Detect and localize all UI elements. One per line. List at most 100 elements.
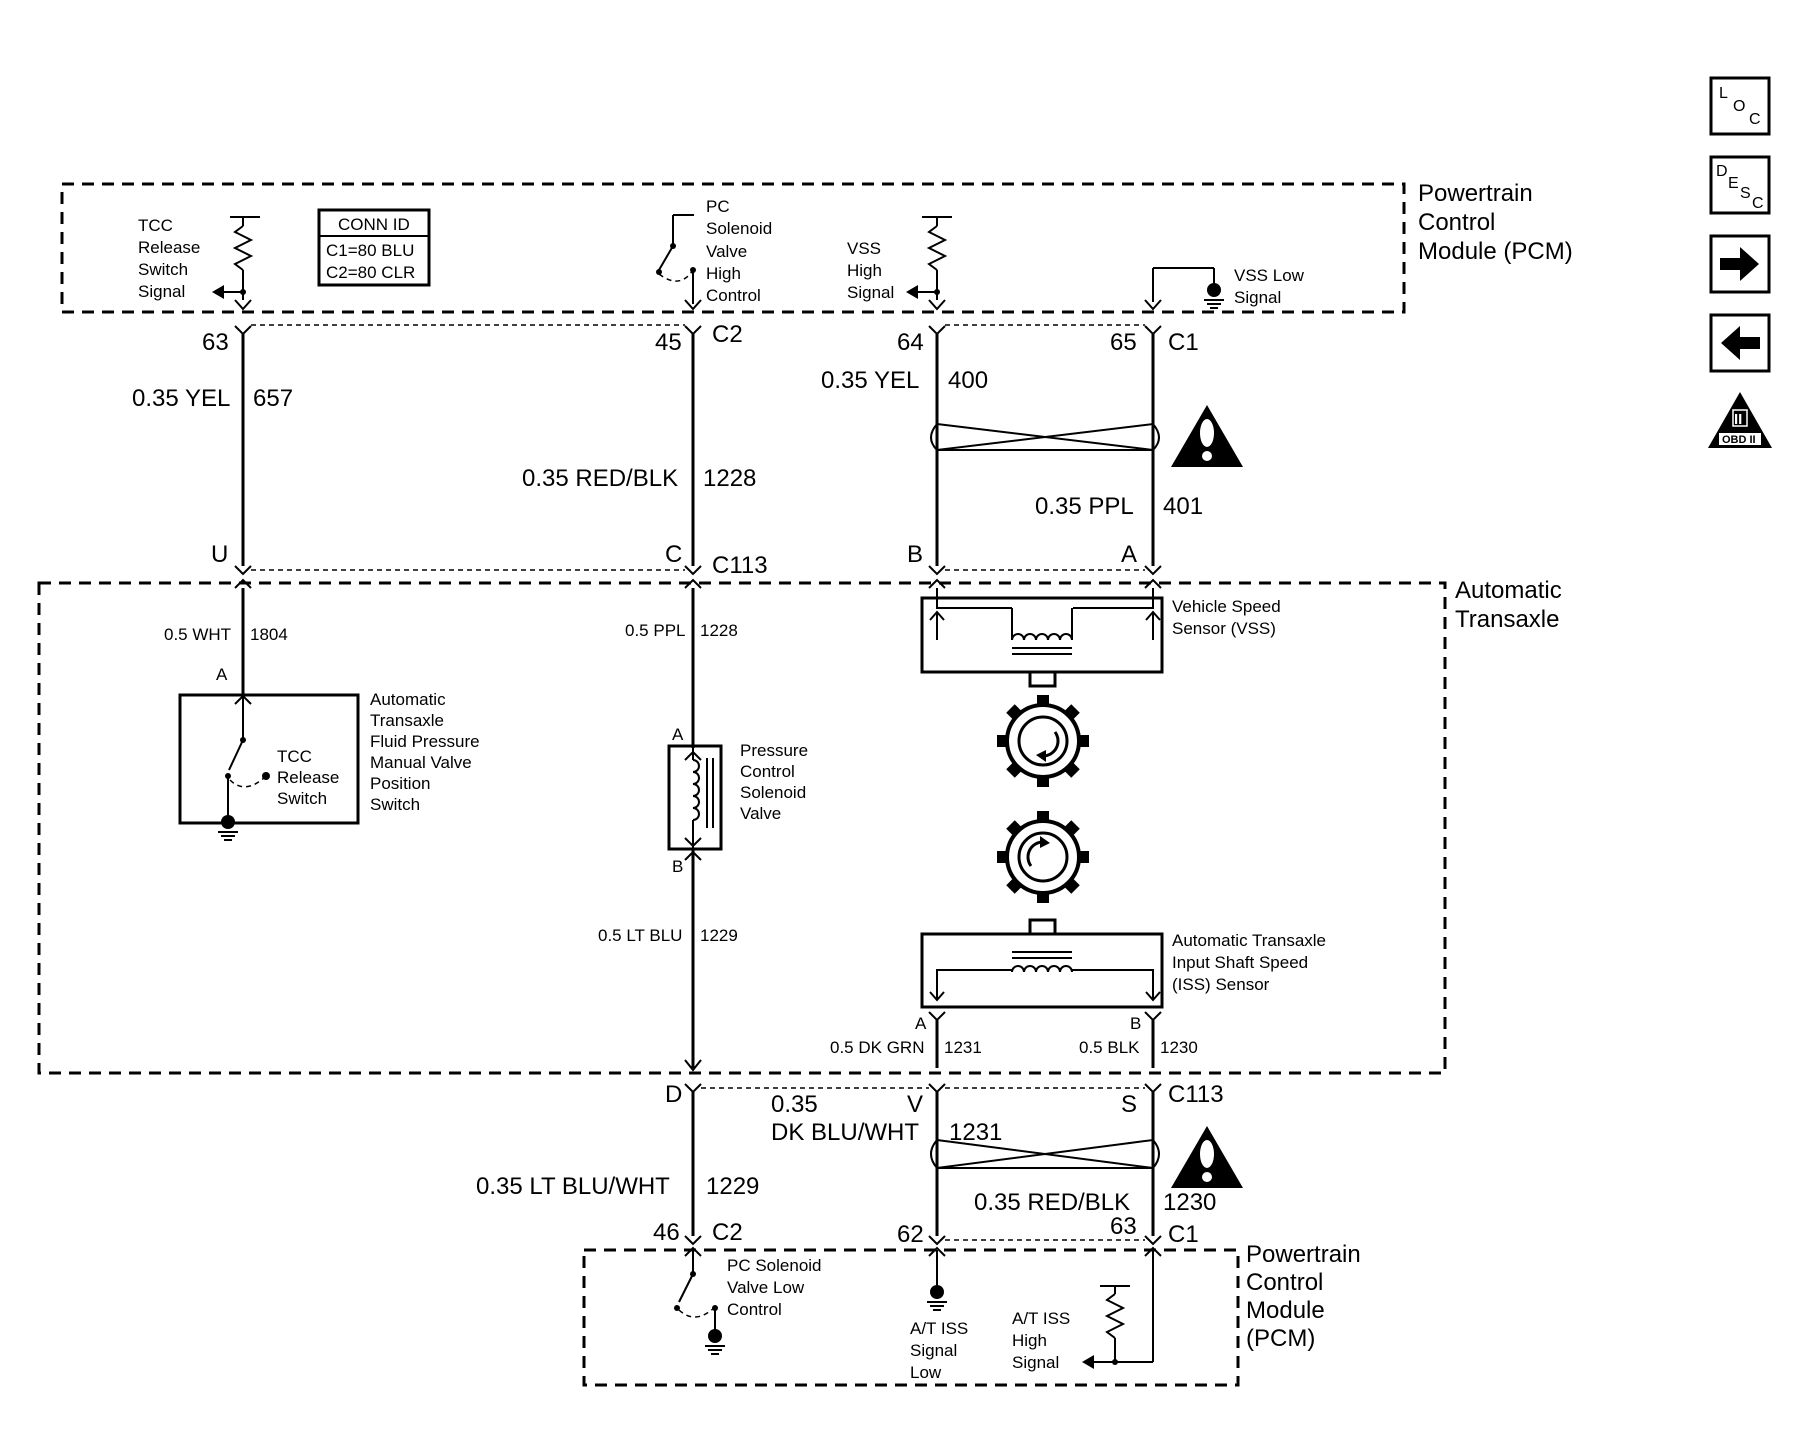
twisted-pair-top	[930, 422, 1160, 452]
svg-text:C: C	[1749, 111, 1761, 128]
connector-c113-top: C113	[712, 552, 768, 579]
pcm-bottom-boundary	[582, 1248, 1240, 1387]
svg-text:Switch: Switch	[370, 795, 420, 814]
pin-D: D	[665, 1081, 682, 1108]
obd-ii-icon[interactable]: II OBD II	[1708, 392, 1772, 448]
pin-65: 65	[1110, 329, 1137, 356]
svg-text:Signal: Signal	[910, 1341, 957, 1360]
c113-top-connector	[234, 565, 1162, 589]
pin-pcs-A: A	[672, 725, 684, 744]
vss-sensor	[920, 588, 1164, 688]
vss-high-pullup	[906, 216, 952, 300]
pin-62: 62	[897, 1221, 924, 1248]
label-wire-657: 0.35 YEL 657	[132, 385, 293, 412]
svg-text:Pressure: Pressure	[740, 741, 808, 760]
arrow-left-icon[interactable]	[1709, 313, 1771, 373]
connector-c1-top: C1	[1168, 329, 1199, 356]
svg-text:657: 657	[253, 385, 293, 412]
svg-text:0.5 PPL: 0.5 PPL	[625, 621, 686, 640]
svg-text:Vehicle Speed: Vehicle Speed	[1172, 597, 1281, 616]
reluctor-wheel-icon	[995, 693, 1091, 789]
svg-text:High: High	[1012, 1331, 1047, 1350]
svg-text:Switch: Switch	[138, 260, 188, 279]
svg-text:1231: 1231	[944, 1038, 982, 1057]
svg-text:DK BLU/WHT: DK BLU/WHT	[771, 1119, 919, 1146]
label-wire-1231-internal: 0.5 DK GRN 1231	[830, 1038, 982, 1057]
svg-text:Transaxle: Transaxle	[1455, 606, 1559, 633]
svg-text:Valve Low: Valve Low	[727, 1278, 805, 1297]
pin-V: V	[907, 1091, 923, 1118]
svg-text:Automatic: Automatic	[370, 690, 446, 709]
svg-text:400: 400	[948, 367, 988, 394]
svg-text:0.5 WHT: 0.5 WHT	[164, 625, 231, 644]
svg-text:1230: 1230	[1163, 1189, 1216, 1216]
ground-icon	[1203, 282, 1225, 309]
iss-sensor	[920, 918, 1164, 1009]
svg-text:Control: Control	[740, 762, 795, 781]
pin-iss-A: A	[915, 1014, 927, 1033]
arrow-right-icon[interactable]	[1709, 234, 1771, 294]
iss-high-pullup	[1082, 1250, 1154, 1369]
svg-text:Module (PCM): Module (PCM)	[1418, 238, 1573, 265]
pin-45: 45	[655, 329, 682, 356]
svg-text:L: L	[1719, 85, 1728, 102]
pcm-top-label: Powertrain Control Module (PCM)	[1418, 180, 1573, 265]
location-icon[interactable]: L O C	[1709, 76, 1771, 136]
svg-text:Signal: Signal	[138, 282, 185, 301]
iss-low-ground	[926, 1250, 948, 1311]
label-wire-1231: 0.35 DK BLU/WHT 1231	[771, 1091, 1002, 1146]
iss-low-label: A/T ISS Signal Low	[910, 1319, 968, 1382]
svg-text:High: High	[847, 261, 882, 280]
svg-text:D: D	[1716, 163, 1728, 180]
reluctor-wheel-icon	[995, 809, 1091, 905]
svg-text:OBD II: OBD II	[1722, 434, 1756, 446]
svg-text:High: High	[706, 264, 741, 283]
vss-label: Vehicle Speed Sensor (VSS)	[1172, 597, 1281, 638]
label-wire-1230-internal: 0.5 BLK 1230	[1079, 1038, 1198, 1057]
svg-text:Signal: Signal	[1012, 1353, 1059, 1372]
svg-text:Automatic: Automatic	[1455, 577, 1562, 604]
svg-text:Control: Control	[727, 1300, 782, 1319]
svg-text:1229: 1229	[706, 1173, 759, 1200]
connector-c2-bottom: C2	[712, 1219, 743, 1246]
pc-low-switch	[674, 1250, 726, 1355]
pin-C: C	[665, 541, 682, 568]
svg-text:TCC: TCC	[277, 747, 312, 766]
pcm-top-boundary	[60, 182, 1406, 314]
iss-high-label: A/T ISS High Signal	[1012, 1309, 1070, 1372]
svg-text:TCC: TCC	[138, 216, 173, 235]
label-wire-1230: 0.35 RED/BLK 1230	[974, 1189, 1216, 1216]
svg-text:Control: Control	[1246, 1269, 1323, 1296]
svg-text:Release: Release	[277, 768, 339, 787]
pcm-bottom-label: Powertrain Control Module (PCM)	[1246, 1241, 1361, 1352]
label-wire-1229: 0.35 LT BLU/WHT 1229	[476, 1173, 759, 1200]
svg-text:0.35 RED/BLK: 0.35 RED/BLK	[522, 465, 678, 492]
twisted-pair-bottom	[930, 1138, 1160, 1170]
svg-text:Fluid Pressure: Fluid Pressure	[370, 732, 480, 751]
pcm-top-connector-pins	[234, 299, 1162, 336]
label-wire-401: 0.35 PPL 401	[1035, 493, 1203, 520]
svg-text:0.35: 0.35	[771, 1091, 818, 1118]
pin-46: 46	[653, 1219, 680, 1246]
svg-text:1804: 1804	[250, 625, 288, 644]
arrow-1229	[684, 1059, 702, 1072]
conn-id-c2: C2=80 CLR	[326, 263, 415, 282]
svg-text:VSS: VSS	[847, 239, 881, 258]
svg-text:Powertrain: Powertrain	[1418, 180, 1533, 207]
svg-text:0.35 YEL: 0.35 YEL	[132, 385, 230, 412]
tcc-signal-pullup	[212, 216, 260, 300]
pin-A: A	[1121, 541, 1137, 568]
pin-63: 63	[202, 329, 229, 356]
pin-S: S	[1121, 1091, 1137, 1118]
transaxle-label: Automatic Transaxle	[1455, 577, 1562, 633]
pin-iss-B: B	[1130, 1014, 1141, 1033]
svg-text:A/T ISS: A/T ISS	[1012, 1309, 1070, 1328]
svg-text:0.5 DK GRN: 0.5 DK GRN	[830, 1038, 924, 1057]
description-icon[interactable]: D E S C	[1709, 155, 1771, 215]
vss-low-label: VSS Low Signal	[1234, 266, 1305, 307]
svg-text:0.35 RED/BLK: 0.35 RED/BLK	[974, 1189, 1130, 1216]
svg-text:0.35 LT BLU/WHT: 0.35 LT BLU/WHT	[476, 1173, 670, 1200]
svg-text:1228: 1228	[703, 465, 756, 492]
svg-text:O: O	[1733, 98, 1745, 115]
svg-text:0.35 PPL: 0.35 PPL	[1035, 493, 1134, 520]
